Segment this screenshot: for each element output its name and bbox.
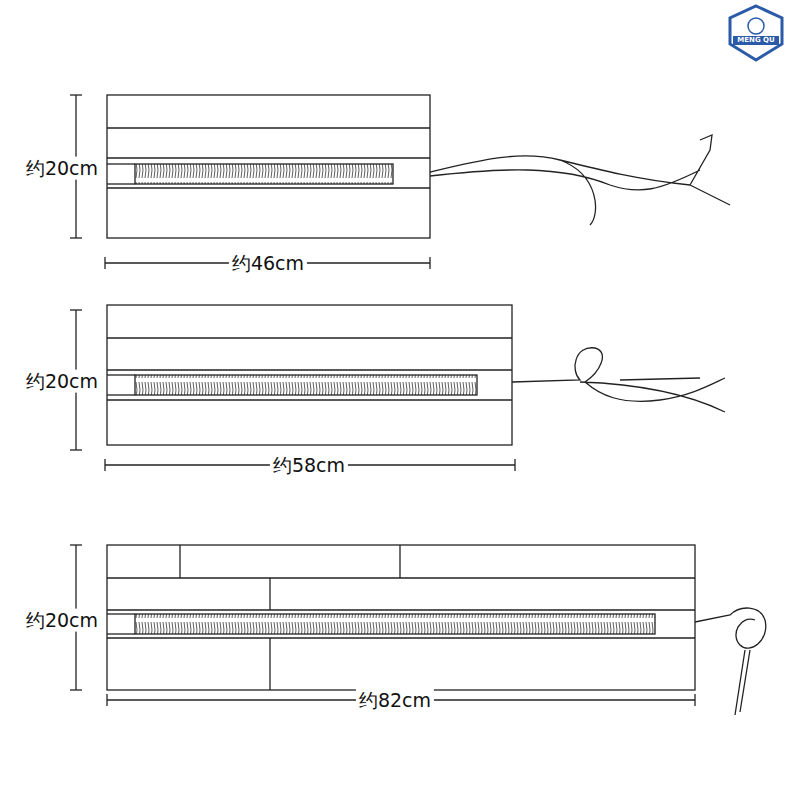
logo-text: MENG QU <box>736 37 775 44</box>
height-dimension: 约20cm <box>23 157 101 180</box>
width-dimension: 约82cm <box>356 689 434 712</box>
height-dimension: 约20cm <box>23 370 101 393</box>
height-dimension: 约20cm <box>23 609 101 632</box>
width-dimension: 约58cm <box>270 454 348 477</box>
width-dimension: 约46cm <box>229 252 307 275</box>
